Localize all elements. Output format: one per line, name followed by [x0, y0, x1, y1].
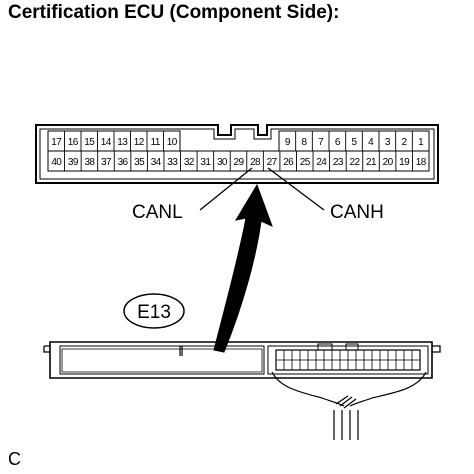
pin-label-33: 33 [167, 157, 178, 168]
pin-label-17: 17 [51, 137, 62, 148]
pin-label-13: 13 [117, 137, 128, 148]
pin-label-5: 5 [352, 137, 358, 148]
pin-label-31: 31 [200, 157, 211, 168]
pin-label-26: 26 [283, 157, 294, 168]
pin-label-12: 12 [134, 137, 145, 148]
connector-id-ellipse [123, 293, 185, 329]
pin-label-16: 16 [68, 137, 79, 148]
pin-label-6: 6 [335, 137, 341, 148]
ecu-connector-socket [275, 343, 421, 371]
pin-label-34: 34 [151, 157, 162, 168]
pin-label-20: 20 [383, 157, 394, 168]
figure-code: C [8, 449, 21, 469]
pin-label-18: 18 [416, 157, 427, 168]
pin-label-15: 15 [84, 137, 95, 148]
pin-label-14: 14 [101, 137, 112, 148]
connector-inner-outline [39, 128, 435, 180]
pin-label-21: 21 [366, 157, 377, 168]
pin-label-11: 11 [151, 137, 161, 148]
pin-label-4: 4 [368, 137, 374, 148]
pin-label-7: 7 [318, 137, 324, 148]
pin-label-24: 24 [316, 157, 327, 168]
ecu-body [43, 341, 441, 379]
pointer-arrow [213, 183, 273, 353]
pin-label-25: 25 [300, 157, 311, 168]
pin-label-19: 19 [399, 157, 410, 168]
pin-row-top-left: 17 16 15 14 13 12 11 10 [47, 130, 181, 152]
connector-id-label: E13 [137, 302, 171, 323]
pin-label-2: 2 [402, 137, 408, 148]
pin-label-9: 9 [285, 137, 291, 148]
pin-label-40: 40 [51, 157, 62, 168]
pin-label-28: 28 [250, 157, 261, 168]
pin-label-36: 36 [118, 157, 129, 168]
pin-row-bottom: 40 39 38 37 36 35 34 33 32 31 30 29 28 27 26 25 24 23 22 21… [47, 150, 430, 172]
pin-label-38: 38 [84, 157, 95, 168]
connector-outline [35, 124, 439, 184]
pin-label-29: 29 [234, 157, 245, 168]
canl-leader-line [199, 167, 253, 211]
pin-label-27: 27 [267, 157, 278, 168]
diagram-title: Certification ECU (Component Side): [8, 2, 340, 23]
pin-label-22: 22 [349, 157, 360, 168]
pin-label-8: 8 [302, 137, 308, 148]
canh-label: CANH [330, 202, 384, 223]
pin-label-3: 3 [385, 137, 391, 148]
canl-label: CANL [132, 202, 183, 223]
pin-label-10: 10 [167, 137, 178, 148]
pin-label-35: 35 [134, 157, 145, 168]
pin-label-30: 30 [217, 157, 228, 168]
canh-leader-line [267, 167, 325, 211]
pin-label-37: 37 [101, 157, 112, 168]
pin-label-32: 32 [184, 157, 195, 168]
pin-label-23: 23 [333, 157, 344, 168]
pin-label-1: 1 [418, 137, 424, 148]
pin-label-39: 39 [68, 157, 79, 168]
wire-harness [271, 371, 427, 440]
